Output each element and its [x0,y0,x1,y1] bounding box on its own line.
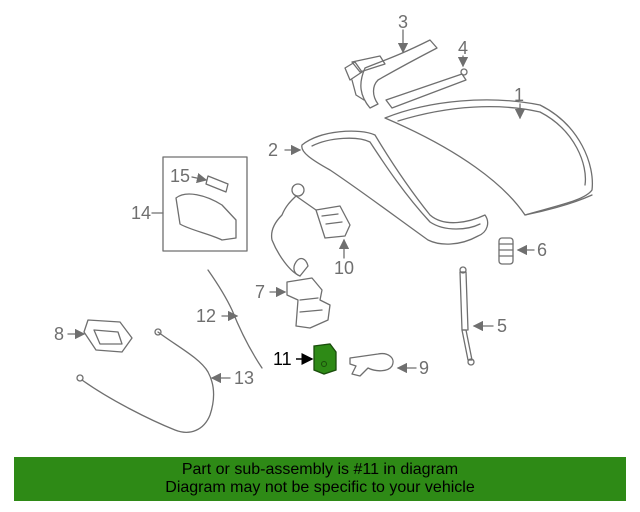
callout-3: 3 [398,12,408,32]
part-12-cable [207,269,263,369]
callout-12: 12 [196,306,216,326]
callout-9: 9 [419,358,429,378]
part-5-gas-strut [459,266,475,366]
callout-1: 1 [514,85,524,105]
part-8-handle-bezel [83,319,133,353]
callout-labels: 1 2 3 4 5 6 7 8 9 10 11 12 13 14 15 [54,12,547,388]
callout-4: 4 [458,38,468,58]
callout-2: 2 [268,140,278,160]
part-13-bowden-cable [76,328,215,433]
leader-lines [67,29,535,384]
callout-13: 13 [234,368,254,388]
callout-5: 5 [497,316,507,336]
callout-15: 15 [170,166,190,186]
part-1-trunk-lid [384,99,594,216]
callout-10: 10 [334,258,354,278]
part-9-hook [349,352,394,377]
info-banner: Part or sub-assembly is #11 in diagram D… [14,457,626,501]
callout-7: 7 [255,282,265,302]
callout-14: 14 [131,203,151,223]
part-7-latch [270,195,331,329]
callout-8: 8 [54,324,64,344]
part-6-bumper [498,237,514,265]
part-2-lid-frame [301,130,489,245]
part-11-highlighted [296,343,337,375]
callout-11: 11 [273,349,292,369]
banner-line-2: Diagram may not be specific to your vehi… [165,479,475,496]
part-4-rod [385,68,468,109]
callout-6: 6 [537,240,547,260]
banner-line-1: Part or sub-assembly is #11 in diagram [181,461,459,478]
part-10-switch [291,183,351,239]
